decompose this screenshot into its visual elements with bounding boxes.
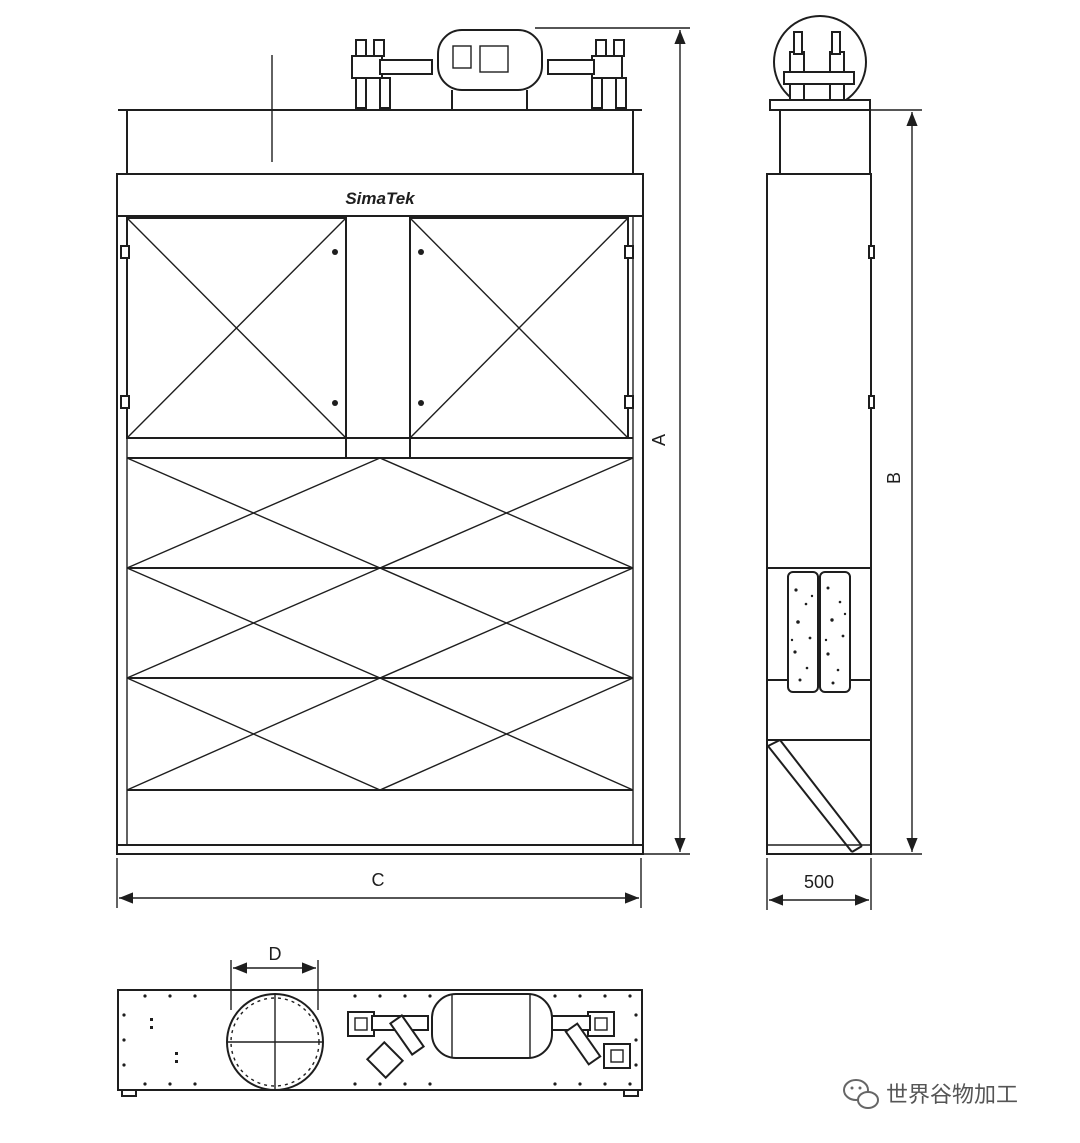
dimension-b: B (871, 109, 922, 855)
filter-cartridges (787, 571, 851, 693)
pulse-tank-assembly (351, 29, 627, 110)
brand-logo: SimaTek (345, 189, 416, 208)
access-door-right[interactable] (409, 217, 634, 439)
dimension-a: A (535, 27, 690, 855)
watermark: 世界谷物加工 (843, 1079, 1018, 1109)
top-plenum (126, 109, 634, 175)
top-view-tank (347, 993, 631, 1080)
side-plenum (779, 109, 871, 175)
wechat-icon (843, 1079, 879, 1109)
top-view: D (117, 944, 643, 1097)
cross-bracing (126, 457, 634, 791)
main-housing (116, 173, 644, 855)
svg-text:B: B (884, 472, 904, 484)
front-view: SimaTek (116, 27, 690, 908)
side-housing (766, 173, 872, 855)
side-tank (769, 15, 871, 111)
access-door-left[interactable] (120, 217, 347, 439)
bolt-holes (122, 994, 638, 1086)
dimension-depth: 500 (766, 858, 872, 910)
dimension-c: C (116, 858, 642, 908)
dimension-d: D (230, 944, 319, 1010)
svg-text:500: 500 (804, 872, 834, 892)
inlet-opening (226, 993, 324, 1091)
side-view: B 500 (766, 15, 922, 910)
watermark-text: 世界谷物加工 (886, 1083, 1018, 1108)
svg-text:C: C (372, 870, 385, 890)
svg-text:D: D (269, 944, 282, 964)
svg-text:A: A (649, 434, 669, 446)
top-view-outline (117, 989, 643, 1091)
